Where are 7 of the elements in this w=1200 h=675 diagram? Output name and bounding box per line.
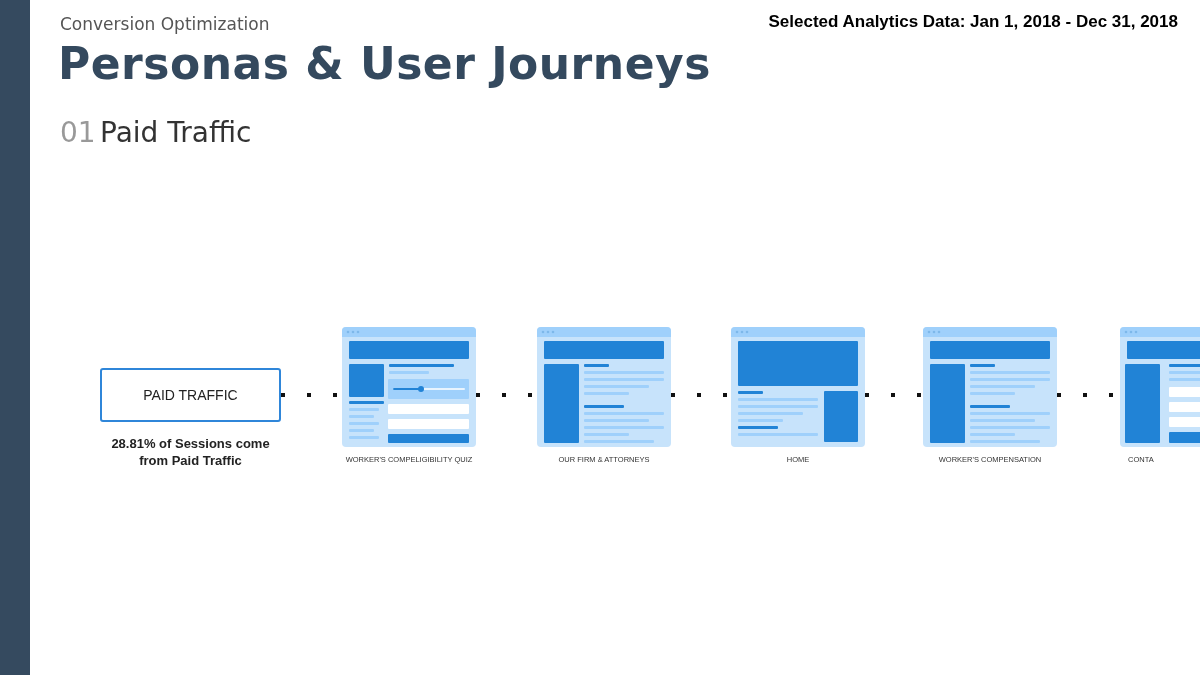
date-range-note: Selected Analytics Data: Jan 1, 2018 - Dec 31, 2018 [768, 12, 1178, 32]
traffic-source-box: PAID TRAFFIC [100, 368, 281, 422]
section-heading: Paid Traffic [100, 116, 252, 149]
section-number: 01 [60, 116, 96, 149]
section-label: Conversion Optimization [60, 14, 270, 34]
page-title: Personas & User Journeys [58, 38, 711, 89]
traffic-stat-caption: 28.81% of Sessions come from Paid Traffic [110, 435, 271, 469]
